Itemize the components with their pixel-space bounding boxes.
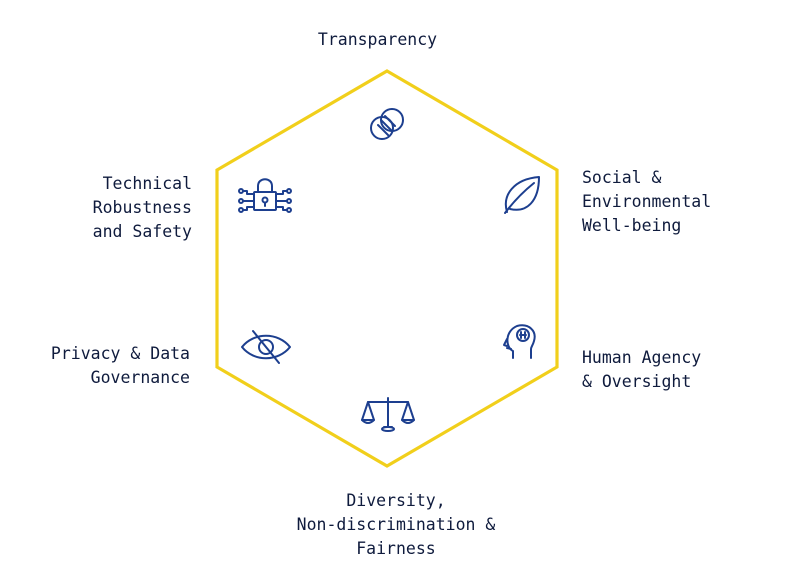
balance-scale-icon	[361, 397, 415, 432]
label-diversity-fairness: Diversity, Non-discrimination & Fairness	[266, 489, 526, 561]
label-privacy-governance: Privacy & Data Governance	[20, 342, 190, 390]
linked-circles-icon	[370, 108, 404, 140]
leaf-icon	[504, 176, 540, 214]
label-transparency: Transparency	[300, 28, 455, 52]
label-line: Technical	[102, 174, 192, 193]
label-social-environmental: Social & Environmental Well-being	[582, 166, 782, 238]
crossed-eye-icon	[241, 330, 291, 364]
label-line: Robustness	[92, 198, 192, 217]
head-gears-icon	[503, 324, 536, 359]
label-line: & Oversight	[582, 372, 692, 391]
label-line: Transparency	[317, 30, 438, 49]
label-line: Fairness	[356, 539, 436, 558]
label-line: Diversity,	[346, 491, 446, 510]
label-line: Social &	[582, 168, 662, 187]
label-line: Human Agency	[582, 348, 702, 367]
label-line: Privacy & Data	[50, 344, 190, 363]
circuit-lock-icon	[238, 178, 292, 213]
hexagon-outline	[215, 69, 559, 468]
label-line: Well-being	[582, 216, 682, 235]
label-line: Governance	[90, 368, 190, 387]
label-technical-robustness: Technical Robustness and Safety	[40, 172, 192, 244]
label-line: Environmental	[582, 192, 712, 211]
label-human-agency: Human Agency & Oversight	[582, 346, 782, 394]
label-line: and Safety	[92, 222, 192, 241]
label-line: Non-discrimination &	[296, 515, 496, 534]
